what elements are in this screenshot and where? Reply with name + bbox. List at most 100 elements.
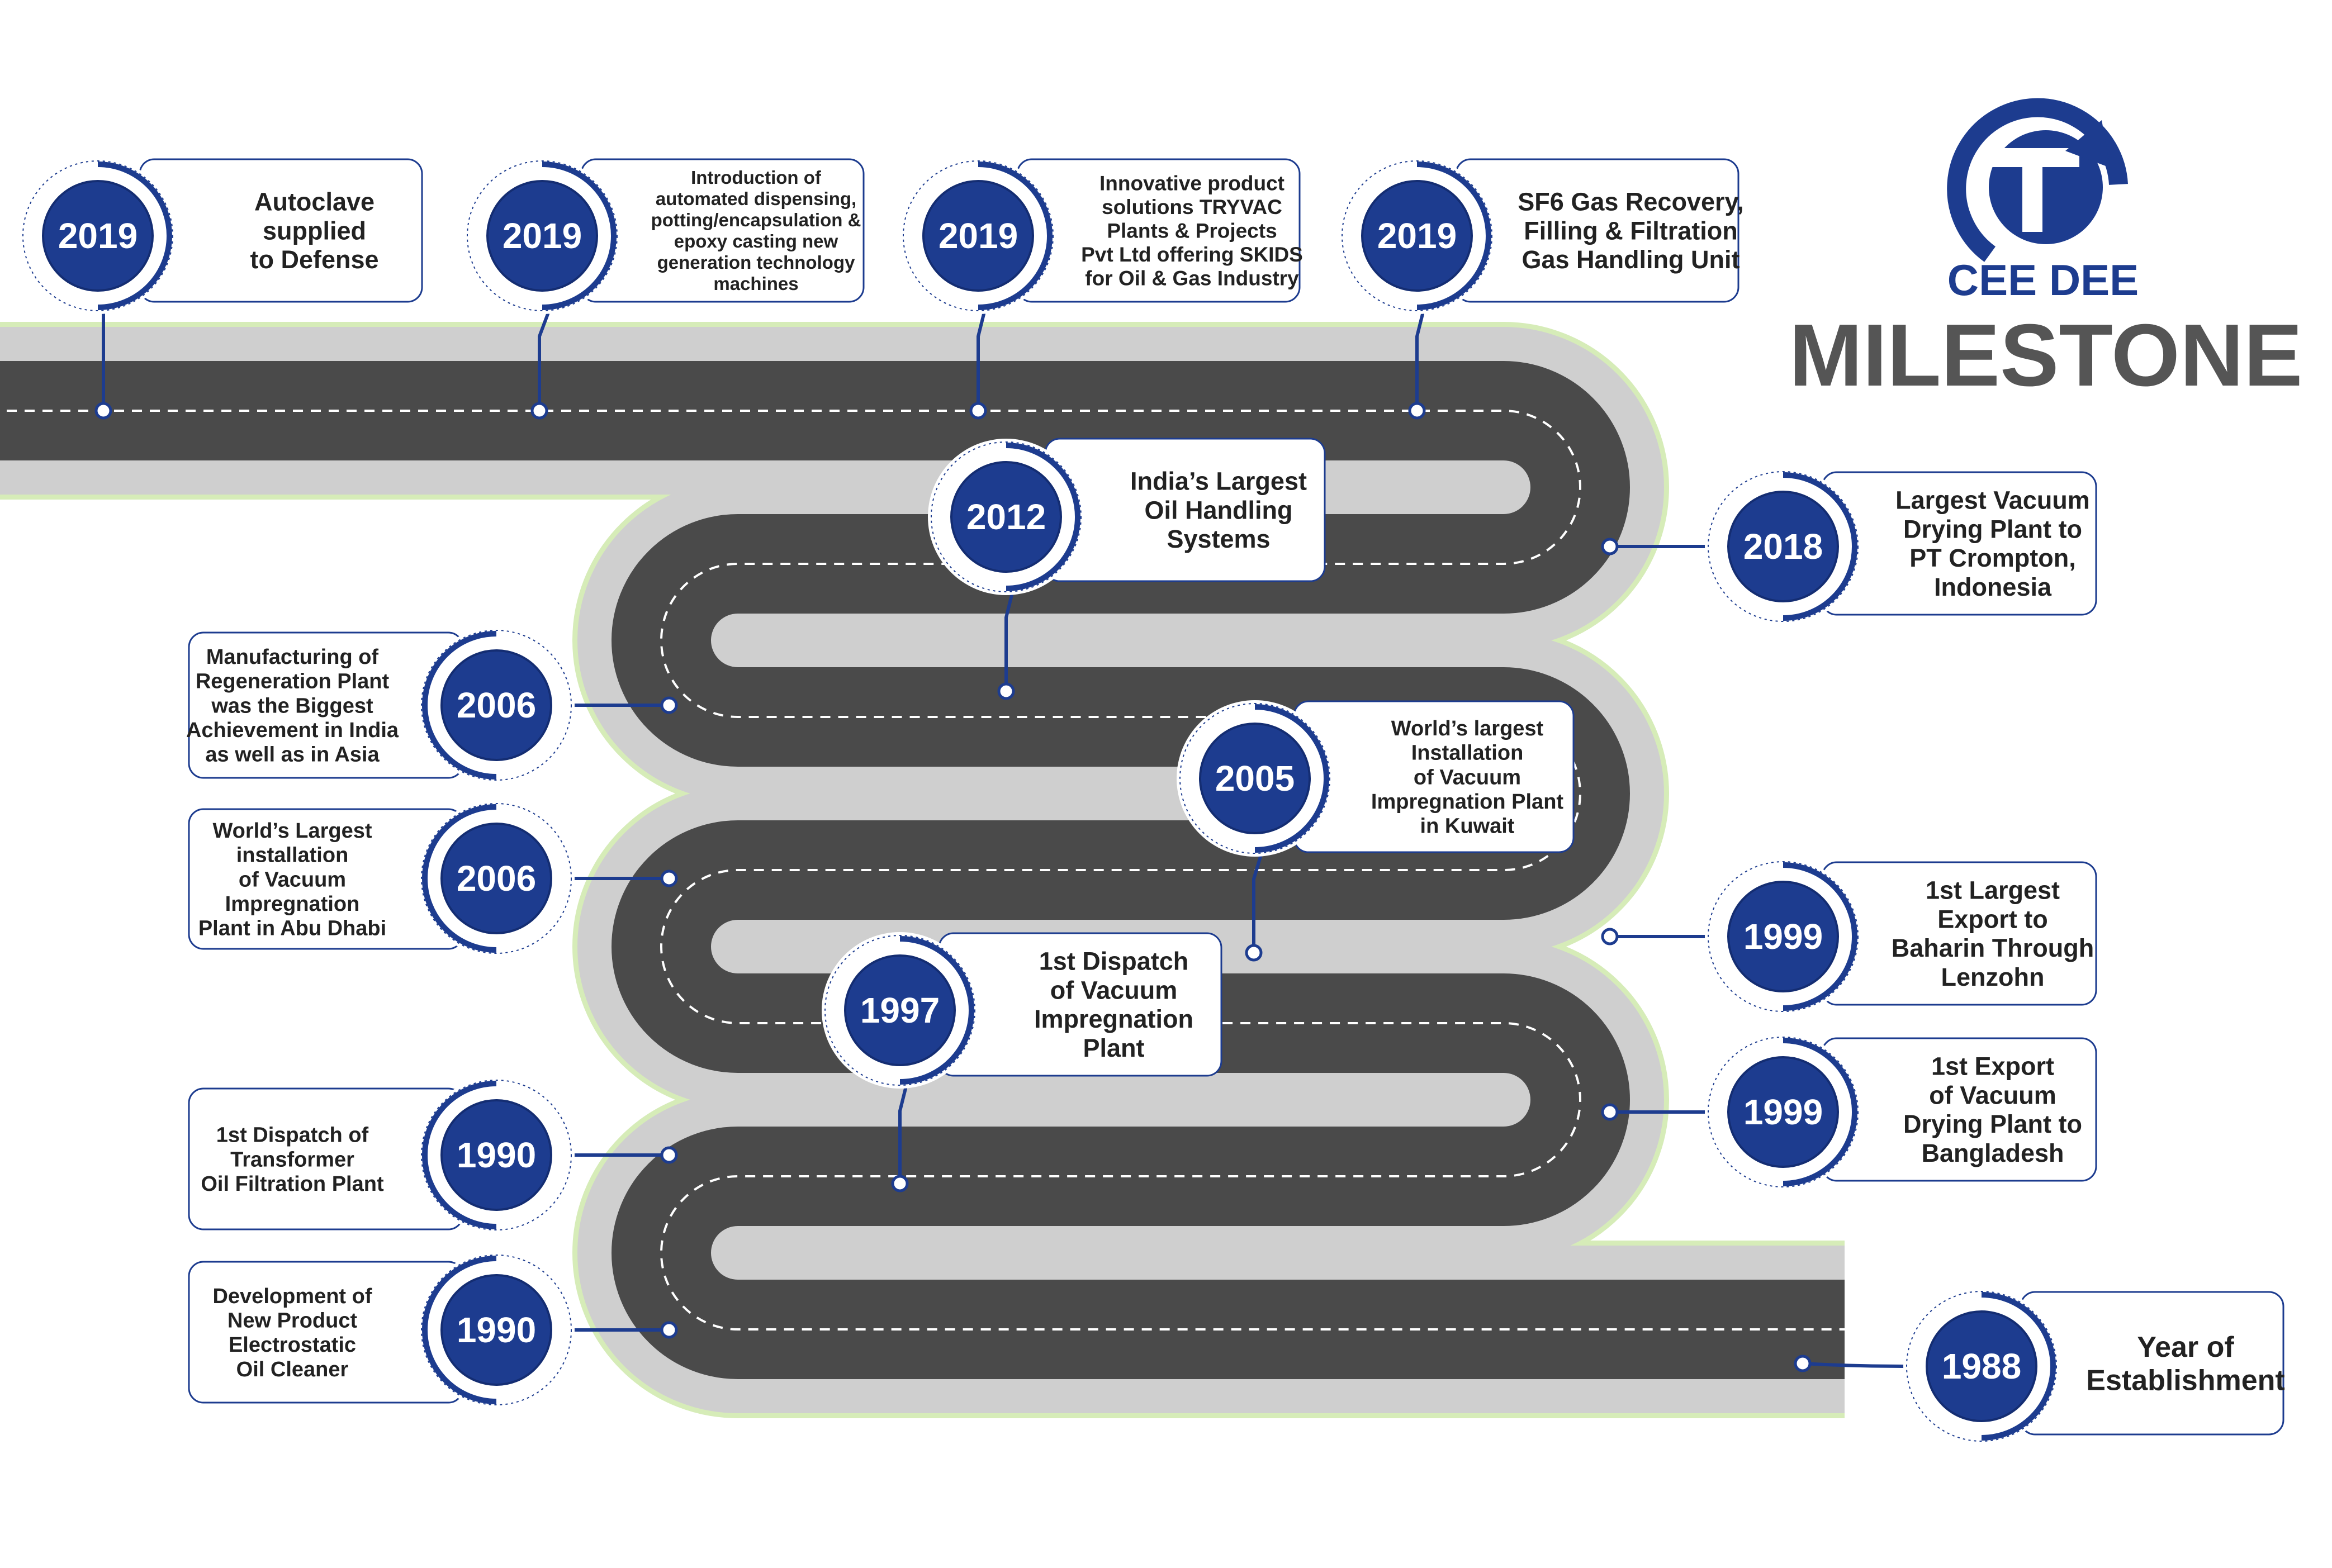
milestone-year: 1999 [1743, 916, 1823, 957]
milestone-description-line: Impregnation [1034, 1005, 1193, 1033]
milestone-description-line: 1st Export [1931, 1052, 2054, 1081]
milestone-year: 2019 [503, 216, 582, 256]
road-marker-dot [1245, 944, 1263, 962]
milestone-description-line: Plant in Abu Dhabi [198, 917, 386, 940]
milestone-description-line: Plants & Projects [1107, 219, 1277, 242]
milestone-description-line: as well as in Asia [205, 743, 380, 767]
milestone-description-line: 1st Dispatch [1039, 947, 1189, 976]
milestone-description-line: Bangladesh [1921, 1139, 2064, 1167]
milestone-description-line: Gas Handling Unit [1522, 245, 1739, 274]
milestone-year: 1990 [457, 1135, 536, 1175]
milestone-description-line: supplied [263, 216, 366, 245]
road-marker-dot [1794, 1355, 1812, 1372]
year-badge [950, 461, 1062, 573]
milestone-description-line: of Vacuum [1050, 976, 1178, 1004]
milestone-description-line: Development of [212, 1285, 372, 1308]
road-marker-dot [969, 402, 987, 420]
year-badge-dotted-ring [1906, 1291, 2057, 1442]
year-badge-dotted-ring [421, 1080, 572, 1230]
milestone-description-line: Largest Vacuum [1895, 486, 2090, 515]
road-marker-dot [891, 1175, 909, 1192]
connector-line [538, 312, 549, 412]
year-badge-arc [978, 161, 1053, 310]
year-badge-arc [1783, 472, 1857, 621]
road-marker-dot [1601, 928, 1619, 945]
milestone-description-line: 1st Largest [1926, 876, 2060, 905]
road-marker-dot [1601, 538, 1619, 555]
connector-line [977, 312, 985, 412]
milestone-year: 2005 [1215, 758, 1295, 799]
milestone-description-line: of Vacuum [1414, 766, 1521, 789]
milestone-description-line: epoxy casting new [674, 231, 838, 251]
year-badge-dotted-ring [421, 1255, 572, 1405]
milestone-description-line: Introduction of [691, 167, 822, 188]
year-badge-arc [97, 161, 172, 310]
year-badge-arc [899, 936, 974, 1085]
milestone-description-line: Oil Cleaner [236, 1358, 349, 1381]
connector-line [1801, 1362, 1905, 1368]
connector-line [1415, 312, 1424, 412]
year-badge-arc [422, 1081, 497, 1229]
milestone-year: 1999 [1743, 1092, 1823, 1132]
milestone-description-line: Plant [1083, 1034, 1144, 1062]
milestone-description-line: of Vacuum [1929, 1081, 2056, 1109]
milestone-year: 1990 [457, 1310, 536, 1350]
milestone-description-line: Achievement in India [186, 719, 399, 742]
road-marker-dot [1601, 1103, 1619, 1121]
year-badge-dotted-ring [931, 441, 1082, 592]
road-marker-dot [660, 869, 678, 887]
year-badge-dotted-ring [1708, 861, 1859, 1012]
milestone-description-line: India’s Largest [1130, 467, 1307, 496]
brand-name: CEE DEE [1947, 255, 2139, 305]
year-badge-dotted-ring [824, 935, 975, 1086]
year-badge-arc [1783, 1038, 1857, 1186]
year-badge-arc [1006, 443, 1080, 591]
road-marker-dot [660, 1146, 678, 1164]
road-marker-dot [1408, 402, 1426, 420]
year-badge-arc [1783, 862, 1857, 1011]
year-badge [922, 180, 1034, 292]
road-marker-dot [997, 682, 1015, 700]
year-badge-arc [542, 161, 617, 310]
milestone-year: 1997 [860, 990, 940, 1030]
milestone-description-line: New Product [227, 1309, 358, 1332]
connector-line [1252, 855, 1262, 954]
milestone-description-line: automated dispensing, [656, 188, 856, 209]
milestone-description-line: Installation [1411, 742, 1524, 765]
milestone-year: 2018 [1743, 526, 1823, 567]
year-badge [844, 954, 956, 1066]
year-badge [1199, 723, 1311, 834]
milestone-description-line: 1st Dispatch of [216, 1124, 369, 1147]
year-badge [440, 1274, 552, 1386]
year-badge-dotted-ring [1708, 1037, 1859, 1187]
milestone-description-line: Oil Handling [1145, 496, 1293, 524]
milestone-description-line: to Defense [250, 245, 378, 274]
milestone-description-line: World’s largest [1391, 717, 1544, 740]
road-marker-dot [94, 402, 112, 420]
milestone-description-line: Manufacturing of [206, 645, 379, 669]
milestone-description-line: Electrostatic [229, 1333, 356, 1357]
year-badge-arc [1254, 704, 1329, 853]
milestone-description-line: Establishment [2086, 1365, 2284, 1397]
cee-dee-logo-icon [1947, 98, 2128, 262]
year-badge-dotted-ring [421, 803, 572, 954]
milestone-year: 2019 [1377, 216, 1457, 256]
milestone-description-line: Impregnation [225, 892, 360, 916]
milestone-description-line: in Kuwait [1420, 815, 1515, 838]
milestone-description-line: Systems [1167, 525, 1270, 553]
logo-arrowhead [2065, 120, 2110, 168]
milestone-description-line: Lenzohn [1941, 963, 2045, 991]
year-badge-dotted-ring [903, 160, 1054, 311]
page-title: MILESTONE [1789, 306, 2303, 405]
year-badge-arc [1416, 161, 1491, 310]
milestone-description-line: Impregnation Plant [1371, 790, 1563, 814]
